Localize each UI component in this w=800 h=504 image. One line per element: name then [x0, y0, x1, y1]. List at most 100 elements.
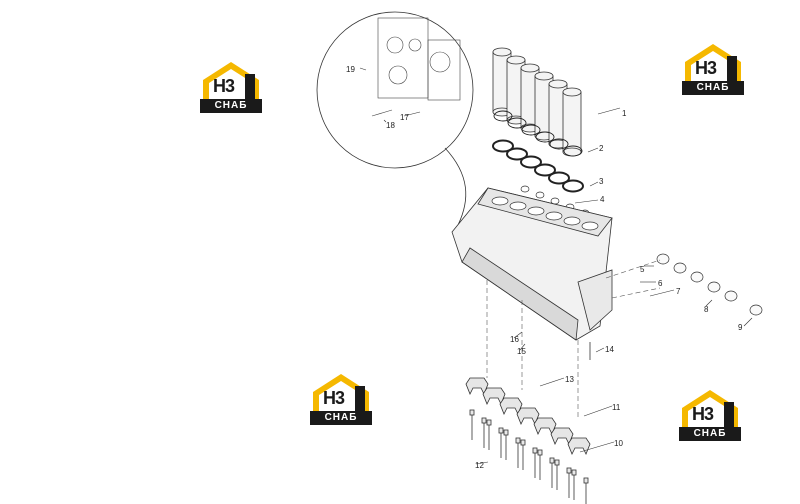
bolt — [498, 427, 504, 458]
plug — [749, 304, 763, 316]
callout-16: 16 — [510, 335, 519, 344]
leader-line — [597, 107, 621, 115]
callout-18: 18 — [386, 121, 395, 130]
assembly-lines — [486, 259, 661, 420]
leader-line — [539, 377, 565, 387]
callout-15: 15 — [517, 347, 526, 356]
callout-10: 10 — [614, 439, 623, 448]
bolt — [566, 467, 572, 498]
cylinder-liner — [534, 71, 554, 141]
bearing-cap — [550, 427, 574, 445]
callout-5: 5 — [640, 265, 645, 274]
o-ring-thin — [521, 124, 541, 136]
bore-hole — [563, 216, 581, 226]
bore-hole — [581, 221, 599, 231]
o-ring-thick — [534, 163, 556, 177]
callout-8: 8 — [704, 305, 709, 314]
cap-bolts — [469, 342, 591, 504]
bolt — [481, 417, 487, 448]
o-ring-thin — [549, 138, 569, 150]
house-roof-icon — [682, 390, 738, 428]
leader-line — [579, 441, 615, 453]
o-ring-thick — [562, 179, 584, 193]
bore-hole — [491, 196, 509, 206]
o-rings — [492, 110, 584, 193]
house-roof-icon — [685, 44, 741, 82]
expansion-plugs — [656, 253, 763, 316]
bolt — [486, 419, 492, 450]
plug — [656, 253, 670, 265]
plug — [673, 262, 687, 274]
leader-line — [583, 405, 613, 417]
leader-line — [513, 331, 523, 339]
logo-mark: H3 — [323, 388, 345, 408]
leader-line — [595, 347, 605, 353]
callout-11: 11 — [612, 403, 621, 412]
seal-ring — [550, 197, 560, 205]
bearing-cap — [482, 387, 506, 405]
callout-3: 3 — [599, 177, 604, 186]
logo-mark: H3 — [213, 76, 235, 96]
o-ring-thick — [520, 155, 542, 169]
seal-ring — [535, 191, 545, 199]
leader-line — [743, 317, 753, 327]
cylinder-liner — [548, 79, 568, 149]
logo-plate: СНАБ — [310, 411, 372, 425]
bore-hole — [509, 201, 527, 211]
bolt — [537, 449, 543, 480]
bolt — [503, 429, 509, 460]
bolt — [571, 469, 577, 500]
logo-plate: СНАБ — [679, 427, 741, 441]
plug — [707, 281, 721, 293]
seal-ring — [520, 185, 530, 193]
bolt — [515, 437, 521, 468]
bearing-cap — [567, 437, 591, 455]
o-ring-thick — [492, 139, 514, 153]
cylinder-liner — [562, 87, 582, 157]
callout-17: 17 — [400, 113, 409, 122]
o-ring-thin — [493, 110, 513, 122]
bolt — [554, 459, 560, 490]
callout-13: 13 — [565, 375, 574, 384]
o-ring-thick — [506, 147, 528, 161]
callout-2: 2 — [599, 144, 604, 153]
leader-line — [649, 289, 675, 297]
leader-line — [383, 119, 387, 123]
bore-hole — [527, 206, 545, 216]
cylinder-liners — [492, 47, 582, 157]
callout-14: 14 — [605, 345, 614, 354]
callout-6: 6 — [658, 279, 663, 288]
house-roof-icon — [203, 62, 259, 100]
logo-plate: СНАБ — [682, 81, 744, 95]
engine-block — [451, 187, 613, 341]
watermark-logo-2: H3 СНАБ — [680, 42, 746, 96]
leader-line — [359, 67, 367, 71]
bolt — [469, 409, 475, 440]
watermark-logo-1: H3 СНАБ — [198, 60, 264, 114]
cylinder-liner — [492, 47, 512, 117]
bearing-cap — [499, 397, 523, 415]
watermark-logo-4: H3 СНАБ — [677, 388, 743, 442]
bolt — [520, 439, 526, 470]
bearing-cap — [533, 417, 557, 435]
house-roof-icon — [313, 374, 369, 412]
logo-mark: H3 — [695, 58, 717, 78]
leader-line — [403, 111, 421, 117]
callout-1: 1 — [622, 109, 627, 118]
o-ring-thick — [548, 171, 570, 185]
logo-plate: СНАБ — [200, 99, 262, 113]
watermark-logo-3: H3 СНАБ — [308, 372, 374, 426]
callout-4: 4 — [600, 195, 605, 204]
cylinder-liner — [506, 55, 526, 125]
leader-line — [705, 299, 713, 307]
bearing-caps — [465, 377, 591, 455]
bearing-cap — [516, 407, 540, 425]
leader-line — [574, 199, 599, 204]
o-ring-thin — [507, 117, 527, 129]
detail-inset — [316, 11, 474, 226]
bolt — [549, 457, 555, 488]
logo-mark: H3 — [692, 404, 714, 424]
bore-hole — [545, 211, 563, 221]
